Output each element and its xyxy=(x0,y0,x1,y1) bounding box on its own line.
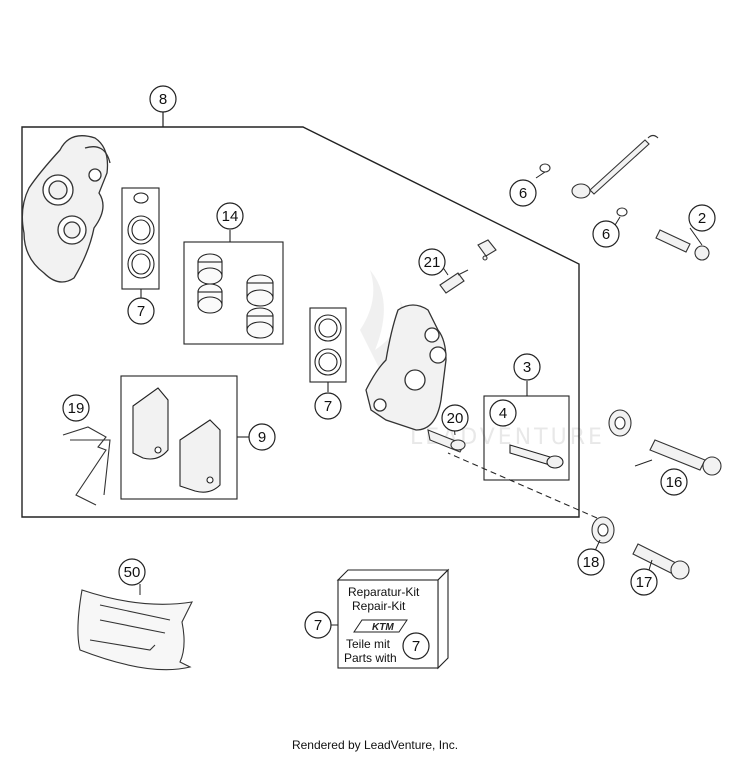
svg-text:50: 50 xyxy=(124,564,141,581)
callout-4: 4 xyxy=(489,399,517,427)
piston-box xyxy=(183,230,284,345)
svg-text:9: 9 xyxy=(258,429,266,446)
seal-kit-box-left xyxy=(121,187,160,298)
callout-50: 50 xyxy=(118,558,146,586)
callout-2: 2 xyxy=(688,204,716,232)
washer-bolt-parts xyxy=(591,409,722,580)
callout-14: 14 xyxy=(216,202,244,230)
svg-text:14: 14 xyxy=(222,208,239,225)
svg-text:20: 20 xyxy=(447,410,464,427)
bolt-box xyxy=(483,381,570,481)
grease-bag-part xyxy=(77,589,193,671)
svg-text:6: 6 xyxy=(602,226,610,243)
callout-3: 3 xyxy=(513,353,541,381)
callout-20: 20 xyxy=(441,404,469,432)
guide-pin-part xyxy=(427,429,466,453)
callout-17: 17 xyxy=(630,568,658,596)
kit-label-line2: Repair-Kit xyxy=(352,599,406,613)
svg-text:7: 7 xyxy=(412,638,420,655)
callout-21: 21 xyxy=(418,248,446,276)
svg-text:6: 6 xyxy=(519,185,527,202)
svg-text:4: 4 xyxy=(499,405,507,422)
bleed-screw-part xyxy=(439,239,497,294)
ktm-logo: KTM xyxy=(353,619,408,633)
callout-7d: 7 xyxy=(402,632,430,660)
brake-caliper-assembly-outline xyxy=(21,126,580,518)
callout-9: 9 xyxy=(248,423,276,451)
callout-18: 18 xyxy=(577,548,605,576)
callout-8: 8 xyxy=(149,85,177,113)
svg-text:16: 16 xyxy=(666,474,683,491)
callout-19: 19 xyxy=(62,394,90,422)
kit-label-line3: Teile mit xyxy=(346,637,391,651)
pad-spring-part xyxy=(62,426,111,506)
svg-text:19: 19 xyxy=(68,400,85,417)
callout-7c: 7 xyxy=(304,611,332,639)
callout-6a: 6 xyxy=(509,179,537,207)
caliper-housing-part xyxy=(21,135,111,283)
svg-text:7: 7 xyxy=(324,398,332,415)
callout-16: 16 xyxy=(660,468,688,496)
kit-label-line4: Parts with xyxy=(344,651,397,665)
svg-text:3: 3 xyxy=(523,359,531,376)
svg-text:17: 17 xyxy=(636,574,653,591)
svg-text:7: 7 xyxy=(137,303,145,320)
caliper-housing-center-part xyxy=(365,304,447,431)
callout-7b: 7 xyxy=(314,392,342,420)
footer-credit: Rendered by LeadVenture, Inc. xyxy=(291,738,459,752)
svg-text:KTM: KTM xyxy=(372,622,394,633)
svg-text:8: 8 xyxy=(159,91,167,108)
callout-6b: 6 xyxy=(592,220,620,248)
kit-label-line1: Reparatur-Kit xyxy=(348,585,420,599)
brake-line-part xyxy=(539,134,710,261)
seal-kit-box-middle xyxy=(309,307,347,392)
brake-pads-box xyxy=(120,375,249,500)
callout-7a: 7 xyxy=(127,297,155,325)
svg-text:2: 2 xyxy=(698,210,706,227)
svg-text:7: 7 xyxy=(314,617,322,634)
svg-text:21: 21 xyxy=(424,254,441,271)
svg-text:18: 18 xyxy=(583,554,600,571)
